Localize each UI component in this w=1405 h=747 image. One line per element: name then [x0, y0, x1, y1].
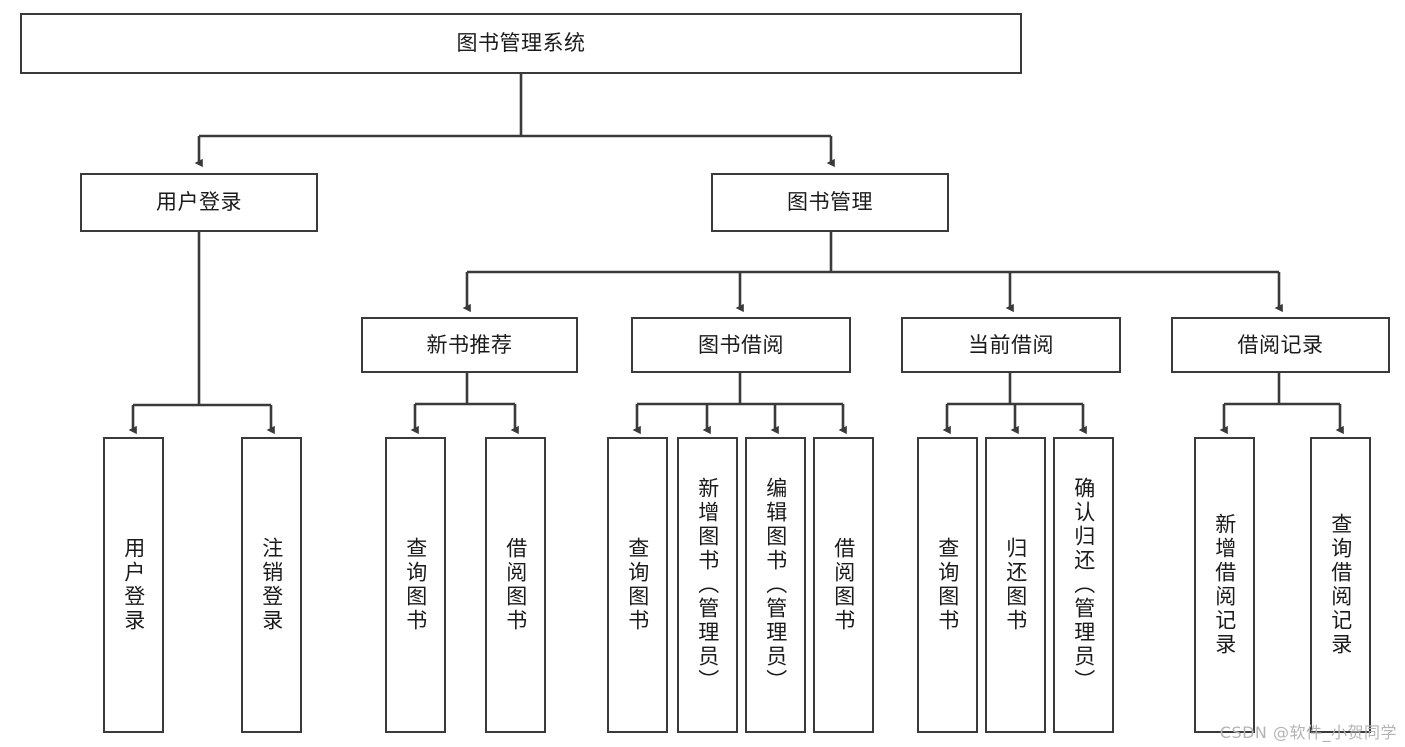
leaf-borrow-add-book-admin-label: 新增图书（管理员） — [695, 477, 720, 693]
leaf-records-add-record[interactable]: 新增借阅记录 — [1194, 437, 1255, 733]
leaf-borrow-query-book[interactable]: 查询图书 — [607, 437, 668, 733]
leaf-user-login-signin[interactable]: 用户登录 — [103, 437, 164, 733]
leaf-borrow-add-book-admin[interactable]: 新增图书（管理员） — [677, 437, 738, 733]
node-user-login-label: 用户登录 — [156, 190, 242, 215]
node-root-label: 图书管理系统 — [456, 31, 586, 56]
leaf-current-return-book[interactable]: 归还图书 — [985, 437, 1046, 733]
node-book-management-label: 图书管理 — [787, 190, 873, 215]
csdn-watermark: CSDN @软件_小贺同学 — [1219, 723, 1397, 742]
node-borrow-records[interactable]: 借阅记录 — [1171, 317, 1390, 373]
leaf-records-query-record[interactable]: 查询借阅记录 — [1310, 437, 1371, 733]
node-book-borrow-label: 图书借阅 — [698, 332, 784, 357]
node-book-management[interactable]: 图书管理 — [711, 173, 949, 232]
node-user-login[interactable]: 用户登录 — [80, 173, 318, 232]
leaf-borrow-edit-book-admin-label: 编辑图书（管理员） — [763, 477, 788, 693]
leaf-records-query-record-label: 查询借阅记录 — [1328, 513, 1353, 657]
leaf-current-confirm-return-admin[interactable]: 确认归还（管理员） — [1053, 437, 1114, 733]
leaf-current-confirm-return-admin-label: 确认归还（管理员） — [1071, 477, 1096, 693]
leaf-user-login-signout[interactable]: 注销登录 — [241, 437, 302, 733]
node-book-borrow[interactable]: 图书借阅 — [631, 317, 851, 373]
leaf-user-login-signin-label: 用户登录 — [121, 537, 146, 633]
leaf-new-book-borrow[interactable]: 借阅图书 — [485, 437, 546, 733]
leaf-borrow-query-book-label: 查询图书 — [625, 537, 650, 633]
leaf-current-query-book-label: 查询图书 — [935, 537, 960, 633]
node-new-book-recommend-label: 新书推荐 — [426, 332, 513, 357]
node-current-borrow[interactable]: 当前借阅 — [901, 317, 1121, 373]
leaf-new-book-borrow-label: 借阅图书 — [503, 537, 528, 633]
node-root[interactable]: 图书管理系统 — [20, 13, 1022, 74]
node-current-borrow-label: 当前借阅 — [968, 332, 1054, 357]
node-borrow-records-label: 借阅记录 — [1237, 332, 1324, 357]
leaf-user-login-signout-label: 注销登录 — [259, 537, 284, 633]
leaf-current-query-book[interactable]: 查询图书 — [917, 437, 978, 733]
leaf-current-return-book-label: 归还图书 — [1003, 537, 1028, 633]
leaf-borrow-borrow-book[interactable]: 借阅图书 — [813, 437, 874, 733]
leaf-borrow-borrow-book-label: 借阅图书 — [831, 537, 856, 633]
leaf-records-add-record-label: 新增借阅记录 — [1212, 513, 1237, 657]
leaf-new-book-query-label: 查询图书 — [403, 537, 428, 633]
leaf-borrow-edit-book-admin[interactable]: 编辑图书（管理员） — [745, 437, 806, 733]
leaf-new-book-query[interactable]: 查询图书 — [385, 437, 446, 733]
node-new-book-recommend[interactable]: 新书推荐 — [361, 317, 578, 373]
